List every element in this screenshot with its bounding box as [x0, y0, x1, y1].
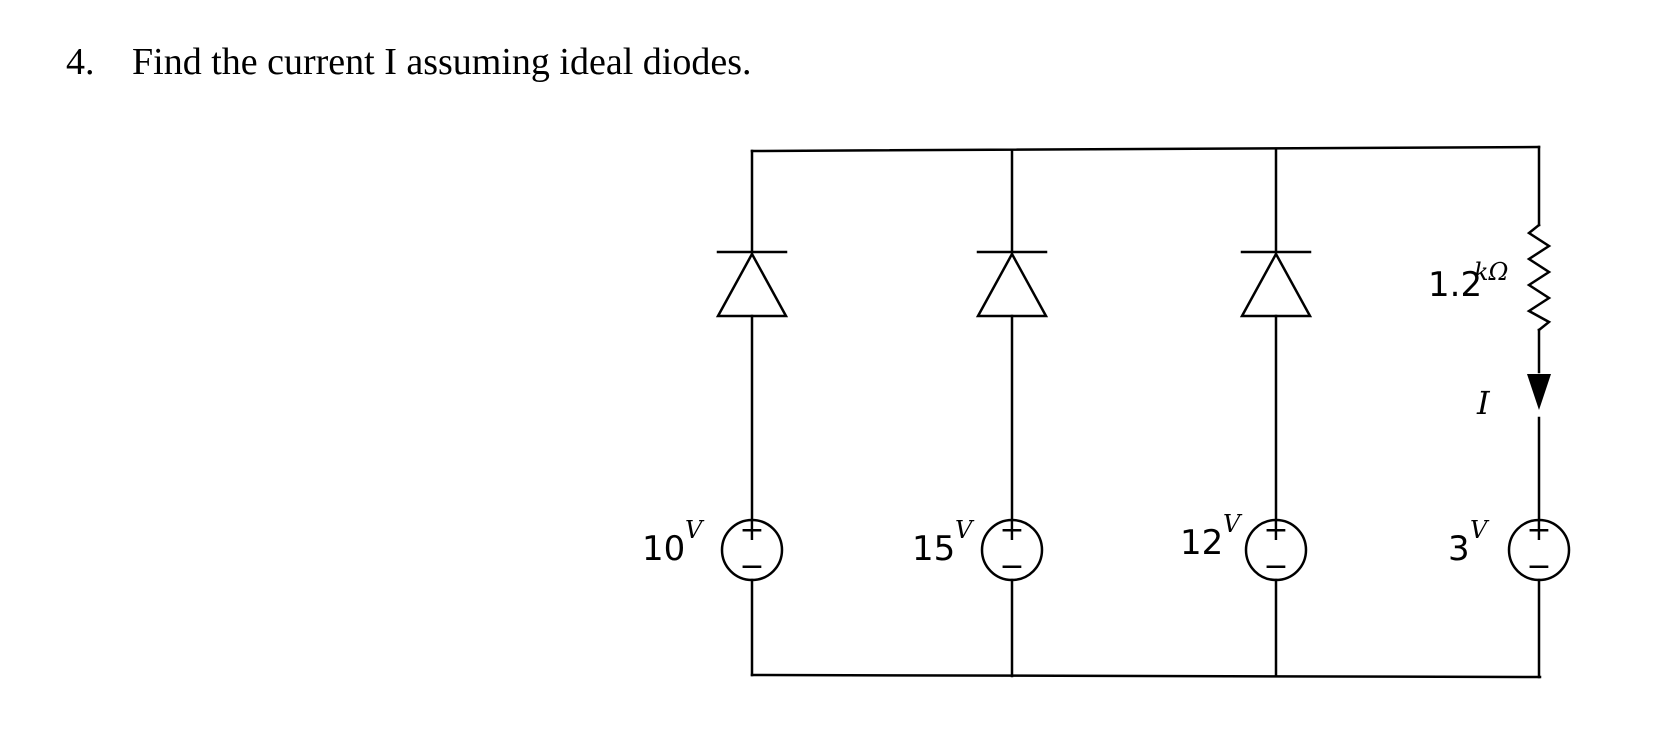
source-2-plus-sign: +: [999, 513, 1024, 548]
voltage-source-2: [980, 518, 1044, 582]
current-arrow-icon: [1527, 374, 1551, 410]
current-label: I: [1476, 384, 1491, 422]
voltage-source-3: [1244, 518, 1308, 582]
voltage-source-4: [1507, 518, 1571, 582]
source-1-minus-sign: −: [739, 549, 764, 584]
source-4-unit: V: [1470, 516, 1490, 544]
source-2-minus-sign: −: [999, 549, 1024, 584]
resistor-value: 1.2: [1428, 265, 1482, 305]
question-text: 4. Find the current I assuming ideal diod…: [66, 40, 752, 86]
source-2-value: 15: [912, 529, 955, 569]
source-1-value: 10: [642, 529, 685, 569]
bottom-rail-wire: [750, 673, 1542, 679]
source-3-minus-sign: −: [1263, 549, 1288, 584]
voltage-source-1: [720, 518, 784, 582]
diode-2: [975, 250, 1049, 318]
source-3-value: 12: [1180, 523, 1223, 563]
top-rail-wire: [750, 145, 1541, 153]
source-1-plus-sign: +: [739, 513, 764, 548]
diode-3: [1239, 250, 1313, 318]
question-number: 4.: [66, 41, 95, 83]
diode-1: [715, 250, 789, 318]
source-2-unit: V: [955, 516, 975, 544]
source-4-minus-sign: −: [1526, 549, 1551, 584]
question-prompt: Find the current I assuming ideal diodes…: [132, 41, 752, 83]
resistor-unit: kΩ: [1474, 258, 1508, 286]
resistor-symbol: [1526, 223, 1552, 332]
source-4-value: 3: [1448, 529, 1470, 569]
source-3-unit: V: [1223, 510, 1243, 538]
source-3-plus-sign: +: [1263, 513, 1288, 548]
source-4-plus-sign: +: [1526, 513, 1551, 548]
source-1-unit: V: [685, 516, 705, 544]
